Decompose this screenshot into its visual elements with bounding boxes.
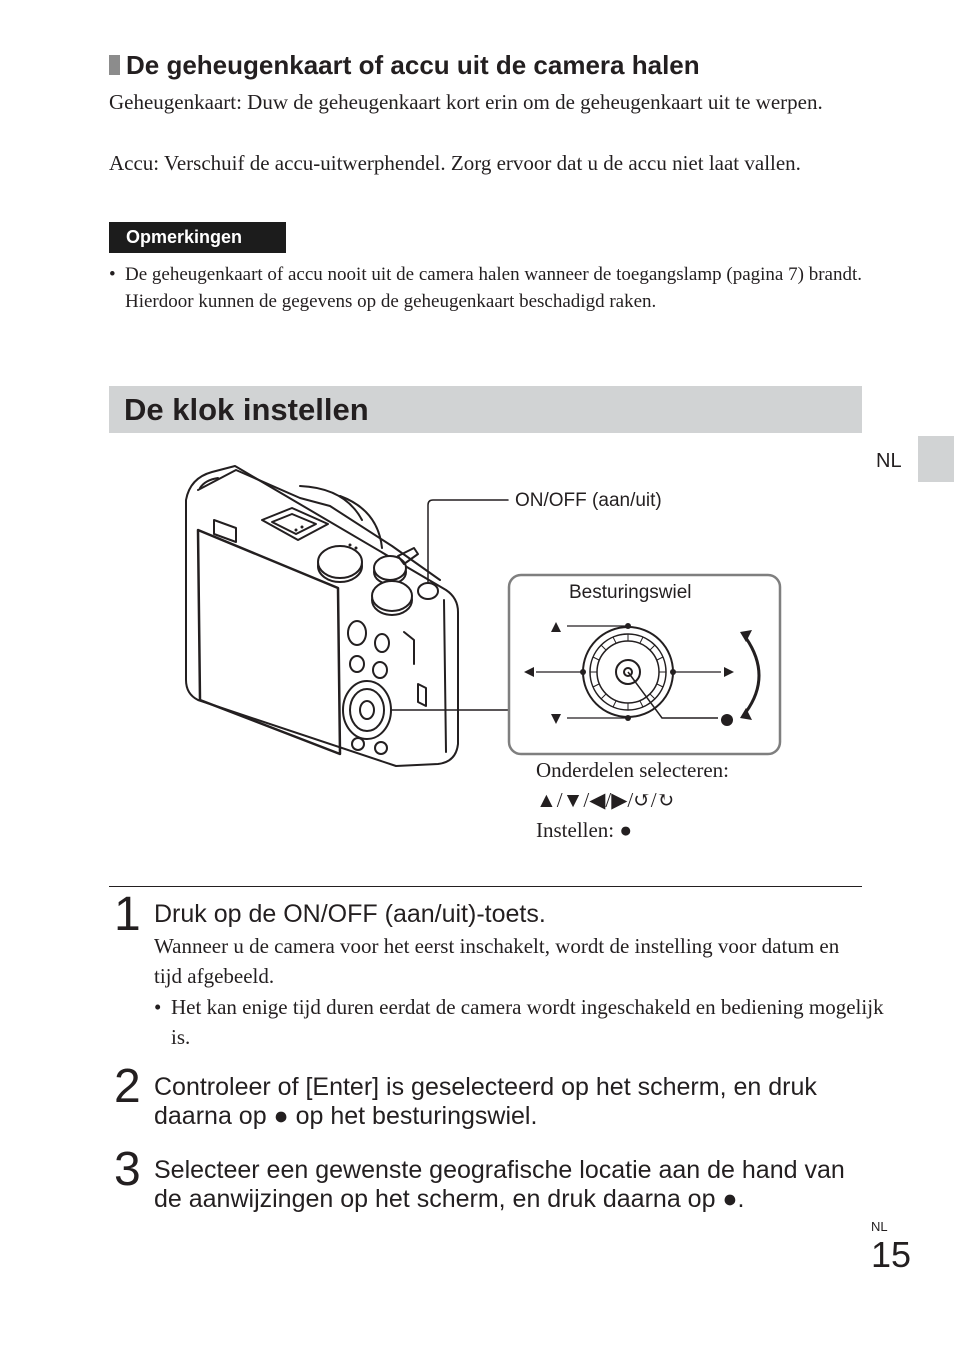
step-1-bullet: •Het kan enige tijd duren eerdat de came…	[154, 992, 886, 1052]
control-wheel-label: Besturingswiel	[569, 582, 692, 603]
paragraph-battery: Accu: Verschuif de accu-uitwerphendel. Z…	[109, 151, 801, 175]
section-heading-clock: De klok instellen	[109, 386, 862, 433]
step-3-title: Selecteer een gewenste geografische loca…	[154, 1156, 845, 1213]
onoff-button-label: ON/OFF (aan/uit)	[515, 490, 662, 511]
caption-set: Instellen: ●	[536, 818, 633, 842]
step-1-number: 1	[114, 888, 141, 941]
step-1-body: Wanneer u de camera voor het eerst insch…	[154, 934, 840, 988]
camera-illustration	[185, 465, 782, 767]
language-side-label: NL	[876, 450, 902, 472]
caption-select-keys: ▲/▼/◀/▶/↺/↻	[536, 788, 675, 812]
paragraph-memory-card: Geheugenkaart: Duw de geheugenkaart kort…	[109, 90, 823, 114]
page-language-label: NL	[871, 1219, 888, 1234]
steps-divider	[109, 886, 862, 887]
section-title-remove-card: De geheugenkaart of accu uit de camera h…	[109, 49, 700, 81]
step-3-number: 3	[114, 1143, 141, 1196]
note-item: •De geheugenkaart of accu nooit uit de c…	[109, 261, 880, 315]
page-number: 15	[871, 1234, 912, 1275]
notes-label: Opmerkingen	[109, 222, 286, 253]
control-wheel-box	[507, 573, 782, 756]
caption-select-items: Onderdelen selecteren:	[536, 758, 729, 782]
step-1-title: Druk op de ON/OFF (aan/uit)-toets.	[154, 900, 546, 928]
language-side-tab	[918, 436, 954, 482]
step-2-title: Controleer of [Enter] is geselecteerd op…	[154, 1073, 817, 1130]
bullet-dot: •	[109, 264, 116, 285]
bullet-dot: •	[154, 995, 162, 1019]
step-2-number: 2	[114, 1060, 141, 1113]
heading-marker	[109, 55, 120, 75]
